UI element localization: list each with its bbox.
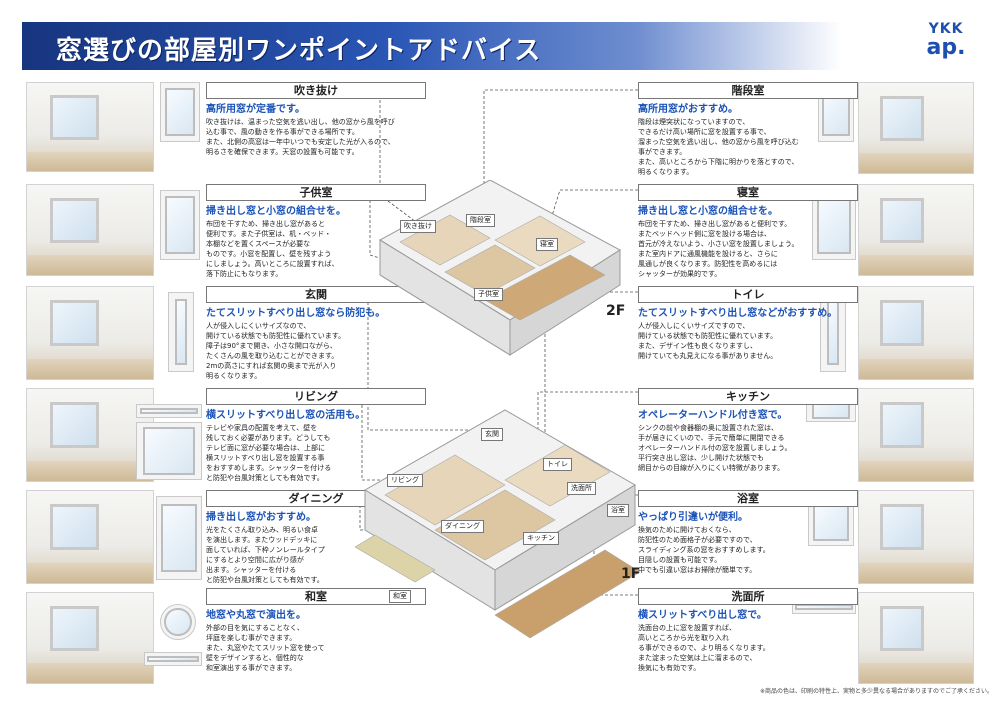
- window-thumb-living: [136, 422, 202, 480]
- section-title: トイレ: [638, 286, 858, 303]
- plan-tag-kitchen: キッチン: [523, 532, 559, 545]
- section-body: 吹き抜けは、温まった空気を逃い出し、他の窓から風を呼び込む事で、風の動きを作る事…: [206, 118, 395, 156]
- section-senmen: 洗面所 横スリットすべり出し窓で。 洗面台の上に窓を設置すれば、高いところから光…: [638, 588, 858, 673]
- logo-bottom: ap.: [926, 35, 966, 60]
- section-body: 光をたくさん取り込み、明るい食卓を演出します。またウッドデッキに 面していれば、…: [206, 526, 325, 584]
- floor-plan-1f: 玄関 トイレ 洗面所 浴室 リビング ダイニング キッチン 和室: [355, 400, 645, 680]
- plan-tag-fukinuke: 吹き抜け: [400, 220, 436, 233]
- floor-label-2f: 2F: [606, 303, 626, 319]
- plan-2f-drawing: [379, 180, 621, 356]
- photo-toilet: [858, 286, 974, 380]
- window-thumb-fukinuke: [160, 82, 200, 142]
- section-body: 換気のために開けておくなら、防犯性のため面格子が必要ですので、 スライディング系…: [638, 526, 770, 574]
- photo-genkan: [26, 286, 154, 380]
- window-thumb-living-slit: [136, 404, 202, 418]
- section-kodomo: 子供室 掃き出し窓と小窓の組合せを。 布団を干すため、掃き出し窓があると便利です…: [206, 184, 426, 279]
- window-thumb-yokushitsu: [808, 500, 854, 546]
- section-title: 寝室: [638, 184, 858, 201]
- section-lead: やっぱり引違いが便利。: [638, 512, 748, 523]
- photo-senmen: [858, 592, 974, 684]
- window-thumb-washitsu-floor: [144, 652, 202, 666]
- section-kitchen: キッチン オペレーターハンドル付き窓で。 シンクの前や食器棚の奥に設置された窓は…: [638, 388, 858, 473]
- section-living: リビング 横スリットすべり出し窓の活用も。 テレビや家具の配置を考えて、壁を残し…: [206, 388, 426, 483]
- section-shinshitsu: 寝室 掃き出し窓と小窓の組合せを。 布団を干すため、掃き出し窓があると便利です。…: [638, 184, 858, 279]
- section-body: 外部の目を気にすることなく、坪庭を楽しむ事ができます。 また、丸窓やたてスリット…: [206, 624, 325, 672]
- section-lead: 地窓や丸窓で演出を。: [206, 610, 306, 621]
- photo-dining: [26, 490, 154, 584]
- plan-tag-toilet: トイレ: [543, 458, 572, 471]
- section-lead: オペレーターハンドル付き窓で。: [638, 410, 788, 421]
- photo-living: [26, 388, 154, 482]
- section-lead: たてスリットすべり出し窓などがおすすめ。: [638, 308, 838, 319]
- section-body: 人が侵入しにくいサイズですので、開けている状態でも防犯性に優れています。 また、…: [638, 322, 778, 360]
- section-fukinuke: 吹き抜け 高所用窓が定番です。 吹き抜けは、温まった空気を逃い出し、他の窓から風…: [206, 82, 426, 157]
- plan-tag-shinshitsu: 寝室: [536, 238, 558, 251]
- floor-plan-2f: 吹き抜け 階段室 寝室 子供室: [370, 180, 630, 380]
- section-lead: 高所用窓が定番です。: [206, 104, 305, 115]
- section-title: リビング: [206, 388, 426, 405]
- plan-tag-dining: ダイニング: [441, 520, 484, 533]
- window-thumb-shinshitsu: [812, 190, 856, 260]
- section-body: 洗面台の上に窓を設置すれば、高いところから光を取り入れ る事ができるので、より明…: [638, 624, 770, 672]
- section-lead: 掃き出し窓と小窓の組合せを。: [638, 206, 778, 217]
- section-body: テレビや家具の配置を考えて、壁を残しておく必要があります。どうしても テレビ面に…: [206, 424, 332, 482]
- floor-label-1f: 1F: [621, 566, 641, 582]
- section-title: 浴室: [638, 490, 858, 507]
- plan-tag-genkan: 玄関: [481, 428, 503, 441]
- section-lead: たてスリットすべり出し窓なら防犯も。: [206, 308, 386, 319]
- section-body: 布団を干すため、掃き出し窓があると便利です。また子供室は、机・ベッド・ 本棚など…: [206, 220, 339, 278]
- plan-tag-kaidan: 階段室: [466, 214, 495, 227]
- section-kaidan: 階段室 高所用窓がおすすめ。 階段は煙突状になっていますので、できるだけ高い場所…: [638, 82, 858, 177]
- photo-kaidan: [858, 82, 974, 174]
- plan-1f-drawing: [355, 409, 641, 639]
- section-yokushitsu: 浴室 やっぱり引違いが便利。 換気のために開けておくなら、防犯性のため面格子が必…: [638, 490, 858, 575]
- section-title: キッチン: [638, 388, 858, 405]
- window-thumb-washitsu-round: [160, 604, 196, 640]
- section-lead: 横スリットすべり出し窓で。: [638, 610, 767, 621]
- section-lead: 高所用窓がおすすめ。: [638, 104, 738, 115]
- photo-fukinuke: [26, 82, 154, 172]
- window-thumb-dining: [156, 496, 202, 580]
- section-lead: 横スリットすべり出し窓の活用も。: [206, 410, 366, 421]
- photo-shinshitsu: [858, 184, 974, 276]
- footnote: ※商品の色は、印刷の特性上、実物と多少異なる場合がありますのでご了承ください。: [760, 688, 994, 695]
- plan-tag-living: リビング: [387, 474, 423, 487]
- photo-kodomo: [26, 184, 154, 276]
- plan-tag-washitsu: 和室: [389, 590, 411, 603]
- plan-tag-senmen: 洗面所: [567, 482, 596, 495]
- section-body: 布団を干すため、掃き出し窓があると便利です。またベッドヘッド側に窓を設ける場合は…: [638, 220, 799, 278]
- section-lead: 掃き出し窓がおすすめ。: [206, 512, 316, 523]
- section-title: 玄関: [206, 286, 426, 303]
- window-thumb-kodomo: [160, 190, 200, 260]
- window-thumb-genkan: [168, 292, 194, 372]
- page-title: 窓選びの部屋別ワンポイントアドバイス: [56, 36, 542, 66]
- section-title: 和室: [206, 588, 426, 605]
- section-body: 階段は煙突状になっていますので、できるだけ高い場所に窓を設置する事で、 溜まった…: [638, 118, 799, 176]
- section-genkan: 玄関 たてスリットすべり出し窓なら防犯も。 人が侵入しにくいサイズなので、開けて…: [206, 286, 426, 381]
- logo-top: YKK: [928, 21, 964, 37]
- title-banner: 窓選びの部屋別ワンポイントアドバイス: [22, 22, 842, 70]
- section-washitsu: 和室 地窓や丸窓で演出を。 外部の目を気にすることなく、坪庭を楽しむ事ができます…: [206, 588, 426, 673]
- section-title: 子供室: [206, 184, 426, 201]
- section-body: 人が侵入しにくいサイズなので、開けている状態でも防犯性に優れています。 障子は9…: [206, 322, 346, 380]
- section-body: シンクの前や食器棚の奥に設置された窓は、手が届きにくいので、手元で簡単に開閉でき…: [638, 424, 792, 472]
- section-toilet: トイレ たてスリットすべり出し窓などがおすすめ。 人が侵入しにくいサイズですので…: [638, 286, 858, 361]
- photo-kitchen: [858, 388, 974, 482]
- photo-washitsu: [26, 592, 154, 684]
- section-lead: 掃き出し窓と小窓の組合せを。: [206, 206, 346, 217]
- section-title: 階段室: [638, 82, 858, 99]
- photo-yokushitsu: [858, 490, 974, 584]
- section-title: 吹き抜け: [206, 82, 426, 99]
- plan-tag-yokushitsu: 浴室: [607, 504, 629, 517]
- ykk-ap-logo: YKK ap.: [918, 22, 974, 66]
- section-title: 洗面所: [638, 588, 858, 605]
- plan-tag-kodomo: 子供室: [474, 288, 503, 301]
